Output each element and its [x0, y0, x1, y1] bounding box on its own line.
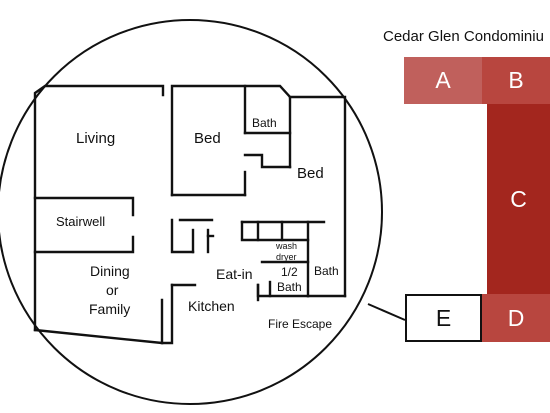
- zoom-circle: [0, 19, 383, 405]
- floorplan-walls: [33, 84, 347, 345]
- room-dining-label-line3: Family: [89, 301, 131, 317]
- room-kitchen-label: Kitchen: [188, 298, 235, 314]
- room-half-bath-label-line2: Bath: [277, 280, 302, 294]
- room-dryer-label: dryer: [276, 252, 297, 262]
- room-bath2-label: Bath: [314, 264, 339, 278]
- unit-d-block[interactable]: D: [482, 294, 550, 342]
- unit-c-block[interactable]: C: [487, 104, 550, 294]
- room-bed2-label: Bed: [297, 165, 324, 182]
- unit-b-label: B: [508, 67, 524, 93]
- room-dining-label-line1: Dining: [90, 263, 130, 279]
- unit-a-block[interactable]: A: [404, 57, 482, 104]
- unit-a-label: A: [435, 67, 451, 93]
- unit-e-block[interactable]: E: [405, 294, 482, 342]
- unit-d-label: D: [507, 304, 525, 331]
- unit-e-label: E: [435, 304, 452, 331]
- room-fire-escape-label: Fire Escape: [268, 317, 333, 331]
- room-dining-label-line2: or: [106, 282, 119, 298]
- room-bed1-label: Bed: [194, 130, 221, 147]
- room-eat-in-label: Eat-in: [216, 266, 253, 282]
- room-half-bath-label-line1: 1/2: [281, 265, 298, 279]
- room-living-label: Living: [76, 130, 116, 147]
- building-title: Cedar Glen Condominiu: [383, 28, 544, 45]
- room-wash-label: wash: [276, 241, 298, 251]
- room-bath1-label: Bath: [252, 116, 277, 130]
- room-stairwell-label: Stairwell: [56, 214, 106, 229]
- callout-connector: [367, 303, 406, 321]
- unit-c-label: C: [510, 185, 527, 212]
- unit-b-block[interactable]: B: [482, 57, 550, 104]
